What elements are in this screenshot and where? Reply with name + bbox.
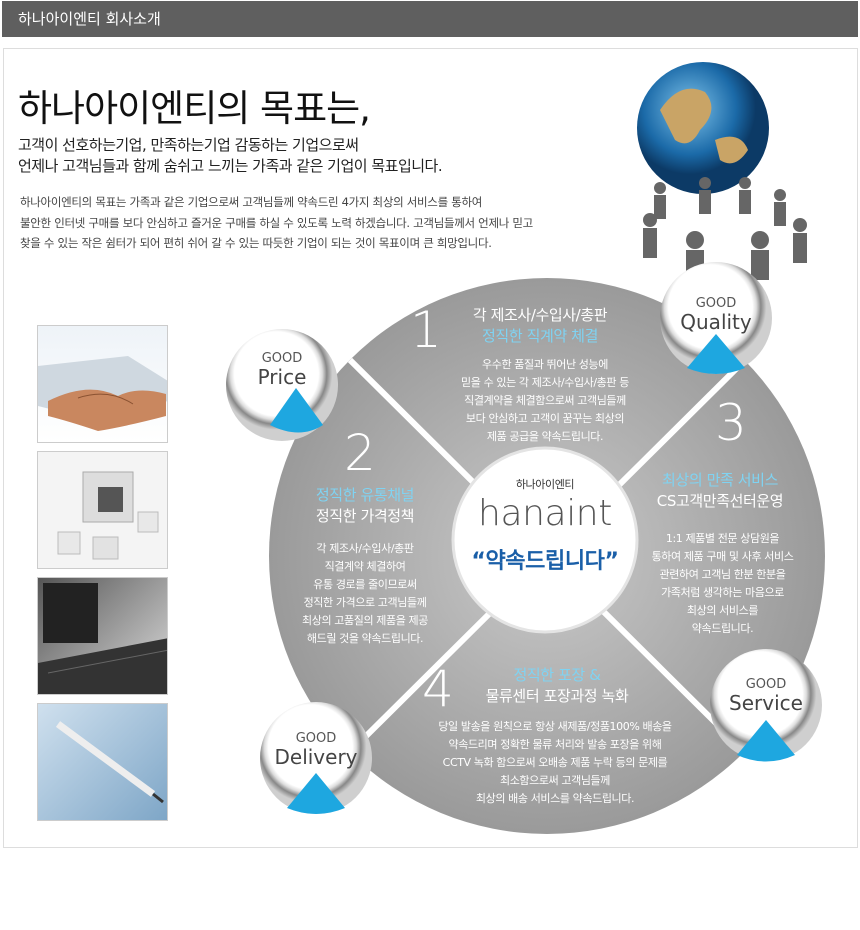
badge-price-label: GOOD Price [242,351,322,389]
center-circle [451,446,639,634]
content-box [3,48,858,848]
section-number: 2 [344,424,376,482]
body-line: 최상의 서비스를 [686,604,759,617]
section-number: 4 [422,660,454,718]
page-title: 하나아이엔티의 목표는, [18,87,371,130]
section-title: 정직한 가격정책 [315,507,415,525]
section-highlight: 정직한 직계약 체결 [482,327,598,345]
body-line: 직결계약을 체결함으로써 고객님들께 [464,394,626,407]
section-2-body: 각 제조사/수입사/총판 직결계약 체결하여 유통 경로를 줄이므로써 정직한 … [280,540,450,648]
pen-image [37,703,168,821]
description-line: 찾을 수 있는 작은 쉼터가 되어 편히 쉬어 갈 수 있는 따듯한 기업이 되… [20,236,492,250]
handshake-image [37,325,168,443]
section-1-body: 우수한 품질과 뛰어난 성능에 믿을 수 있는 각 제조사/수입사/총판 등 직… [420,356,670,446]
badge-word: Quality [680,310,752,334]
badge-word: Service [729,691,803,715]
computer-keyboard-image [37,577,168,695]
body-line: 믿을 수 있는 각 제조사/수입사/총판 등 [461,376,629,389]
section-number: 1 [410,301,442,359]
center-company-small: 하나아이엔티 [515,478,575,491]
globe-icon [637,62,769,194]
badge-quality [660,262,772,374]
body-line: 직결계약 체결하여 [324,560,406,573]
badge-price [226,329,338,441]
badge-good: GOOD [745,677,787,692]
body-line: 보다 안심하고 고객이 꿈꾸는 최상의 [465,412,625,425]
section-4-body: 당일 발송을 원칙으로 항상 새제품/정품100% 배송을 약속드리며 정확한 … [405,718,705,808]
section-highlight: 정직한 유통채널 [315,486,415,504]
subtitle-line: 고객이 선호하는기업, 만족하는기업 감동하는 기업으로써 [18,136,359,154]
body-line: 최소함으로써 고객님들께 [499,774,611,787]
body-line: 1:1 제품별 전문 상담원을 [665,532,780,545]
body-line: 제품 공급을 약속드립니다. [486,430,604,443]
body-line: 통하여 제품 구매 및 사후 서비스 [651,550,794,563]
badge-quality-label: GOOD Quality [666,296,766,334]
badge-delivery [260,702,372,814]
section-highlight: 최상의 만족 서비스 [662,471,778,489]
body-line: 가족처럼 생각하는 마음으로 [661,586,784,599]
badge-word: Delivery [274,745,358,769]
section-3: 최상의 만족 서비스 CS고객만족선터운영 [630,470,810,512]
section-title: 물류센터 포장과정 녹화 [485,687,629,705]
body-line: 해드릴 것을 약속드립니다. [306,632,424,645]
badge-word: Price [257,365,307,389]
section-number: 3 [715,394,747,452]
page-header: 하나아이엔티 회사소개 [2,1,858,37]
description-line: 불안한 인터넷 구매를 보다 안심하고 즐거운 구매를 하실 수 있도록 노력 … [20,215,533,230]
badge-good: GOOD [295,731,337,746]
body-line: 약속드리며 정확한 물류 처리와 발송 포장을 위해 [448,738,662,751]
section-4: 정직한 포장 & 물류센터 포장과정 녹화 [462,665,652,707]
body-line: 당일 발송을 원칙으로 항상 새제품/정품100% 배송을 [438,720,672,733]
body-line: 각 제조사/수입사/총판 [316,542,414,555]
body-line: 최상의 배송 서비스를 약속드립니다. [475,792,635,805]
description: 하나아이엔티의 목표는 가족과 같은 기업으로써 고객님들께 약속드린 4가지 … [20,192,533,254]
body-line: 최상의 고품질의 제품을 제공 [302,614,428,627]
body-line: CCTV 녹화 함으로써 오배송 제품 누락 등의 문제를 [442,756,668,769]
body-line: 약속드립니다. [691,622,754,635]
body-line: 관련하여 고객님 한분 한분을 [659,568,786,581]
section-1: 각 제조사/수입사/총판 정직한 직계약 체결 [445,305,635,347]
badge-good: GOOD [695,296,737,311]
badge-delivery-label: GOOD Delivery [266,731,366,769]
badge-service [710,649,822,762]
body-line: 정직한 가격으로 고객님들께 [303,596,427,609]
center-promise: “약속드립니다” [471,549,619,574]
description-line: 하나아이엔티의 목표는 가족과 같은 기업으로써 고객님들께 약속드린 4가지 … [20,195,483,209]
subtitle: 고객이 선호하는기업, 만족하는기업 감동하는 기업으로써 언제나 고객님들과 … [18,135,443,177]
body-line: 우수한 품질과 뛰어난 성능에 [482,358,608,371]
center-logo: hanaint [478,493,612,534]
badge-service-label: GOOD Service [716,677,816,715]
badge-good: GOOD [261,351,303,366]
section-3-body: 1:1 제품별 전문 상담원을 통하여 제품 구매 및 사후 서비스 관련하여 … [635,530,810,638]
section-highlight: 정직한 포장 & [513,666,601,684]
section-2: 정직한 유통채널 정직한 가격정책 [280,485,450,527]
section-title: 각 제조사/수입사/총판 [472,306,608,324]
body-line: 유통 경로를 줄이므로써 [313,578,417,591]
section-title: CS고객만족선터운영 [656,492,784,510]
subtitle-line: 언제나 고객님들과 함께 숨쉬고 느끼는 가족과 같은 기업이 목표입니다. [18,157,443,175]
cubes-image [37,451,168,569]
